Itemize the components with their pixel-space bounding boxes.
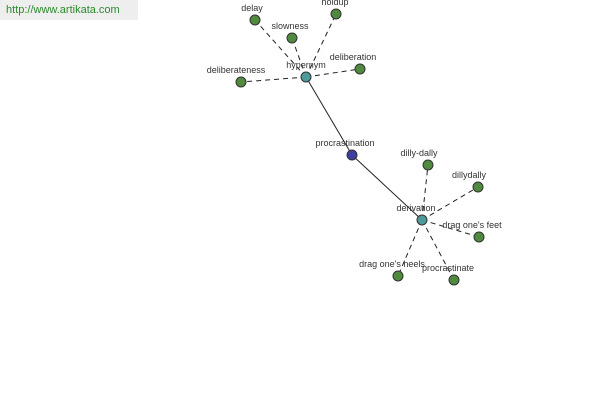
edge-hypernym-holdup (305, 13, 337, 78)
node-derivation-label: derivation (396, 203, 435, 213)
node-dillydally[interactable] (472, 181, 484, 193)
node-delay[interactable] (249, 14, 261, 26)
node-dilly-dally[interactable] (422, 159, 434, 171)
watermark-link[interactable]: http://www.artikata.com (0, 0, 138, 20)
node-dilly-dally-label: dilly-dally (400, 148, 438, 158)
node-drag-ones-heels[interactable] (392, 270, 404, 282)
edge-hypernym-deliberation (305, 68, 361, 78)
edge-procrastination-derivation (351, 154, 423, 221)
edge-derivation-dillydally (421, 186, 479, 221)
edge-derivation-drag-ones-heels (397, 219, 423, 277)
node-procrastination-label: procrastination (315, 138, 374, 148)
edge-hypernym-slowness (291, 37, 307, 78)
edge-procrastination-hypernym (305, 76, 353, 156)
node-deliberation[interactable] (354, 63, 366, 75)
node-derivation[interactable] (416, 214, 428, 226)
node-drag-ones-heels-label: drag one's heels (359, 259, 425, 269)
node-delay-label: delay (241, 3, 263, 13)
node-slowness-label: slowness (271, 21, 309, 31)
edge-hypernym-deliberateness (240, 76, 307, 83)
node-hypernym-label: hypernym (286, 60, 326, 70)
node-dillydally-label: dillydally (452, 170, 487, 180)
node-deliberation-label: deliberation (330, 52, 377, 62)
edge-derivation-dilly-dally (421, 164, 429, 221)
node-holdup[interactable] (330, 8, 342, 20)
node-procrastination[interactable] (346, 149, 358, 161)
node-holdup-label: holdup (321, 0, 348, 7)
node-procrastinate-label: procrastinate (422, 263, 474, 273)
edge-hypernym-delay (254, 19, 307, 78)
node-slowness[interactable] (286, 32, 298, 44)
node-hypernym[interactable] (300, 71, 312, 83)
node-procrastinate[interactable] (448, 274, 460, 286)
node-drag-ones-feet[interactable] (473, 231, 485, 243)
node-deliberateness[interactable] (235, 76, 247, 88)
node-deliberateness-label: deliberateness (207, 65, 266, 75)
edge-derivation-procrastinate (421, 219, 455, 281)
edge-derivation-drag-ones-feet (421, 219, 480, 238)
node-drag-ones-feet-label: drag one's feet (442, 220, 502, 230)
